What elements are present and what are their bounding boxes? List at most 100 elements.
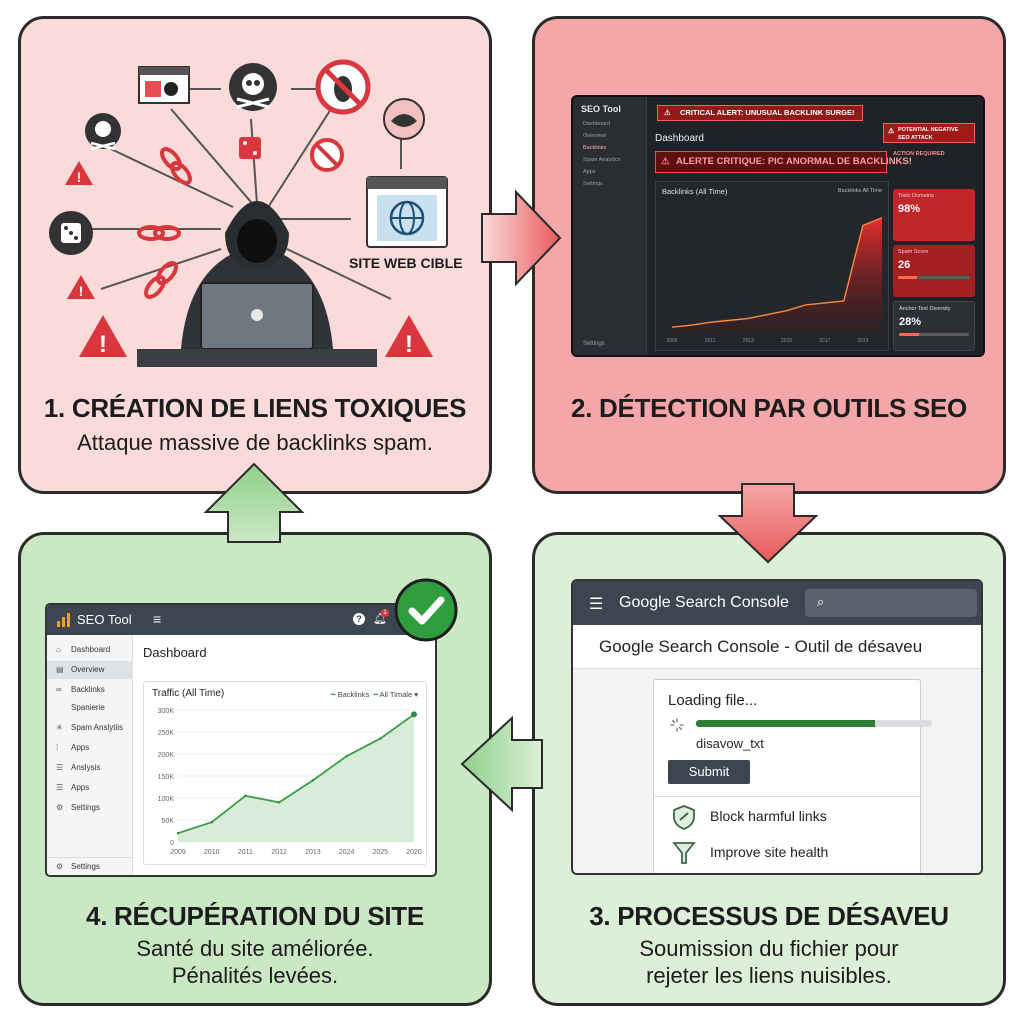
backlinks-chart: Backlinks (All Time) Backlinks All Time … — [655, 181, 889, 351]
sidebar-label: Spam Anslytiis — [71, 723, 124, 732]
sidebar-settings[interactable]: Settings — [583, 341, 605, 347]
apps-icon: ☰ — [56, 783, 64, 792]
sidebar-item-spanierie[interactable]: Spanierie — [47, 699, 133, 717]
spam-score-card: Spam Score 26 — [893, 245, 975, 297]
sidebar-item-analysis[interactable]: ☰Anslysis — [47, 759, 133, 777]
y-tick-label: 300K — [158, 708, 175, 715]
panel-subtitle-line1: Soumission du fichier pour — [639, 936, 899, 961]
panel-title: 4. RÉCUPÉRATION DU SITE — [86, 901, 424, 931]
chain-link-icon — [160, 147, 192, 185]
sidebar-label: Apps — [71, 743, 90, 752]
svg-text:!: ! — [405, 331, 413, 358]
warning-icon: ! — [385, 315, 433, 358]
svg-text:!: ! — [99, 331, 107, 358]
target-site-label: SITE WEB CIBLE — [349, 255, 463, 271]
sidebar-item-settings[interactable]: Settings — [583, 181, 603, 187]
benefit-block-links: Block harmful links — [672, 804, 827, 830]
x-tick-label: 2012 — [271, 849, 287, 856]
search-input[interactable]: ⌕ — [805, 589, 977, 617]
gear-icon: ⚙ — [56, 862, 64, 871]
alert-text: CRITICAL ALERT: UNUSUAL BACKLINK SURGE! — [680, 108, 855, 117]
y-tick-label: 200K — [158, 752, 175, 759]
data-point — [411, 711, 417, 718]
gear-icon: ⚙ — [56, 803, 64, 812]
sidebar-label: Spanierie — [71, 703, 105, 712]
chart-legend: Backlinks All Time — [837, 188, 882, 194]
bar-chart-icon — [57, 613, 70, 627]
submit-button[interactable]: Submit — [668, 760, 750, 784]
series-area — [178, 714, 414, 842]
sidebar-item-overview[interactable]: ▤Overview — [47, 661, 133, 679]
card-value: 26 — [898, 259, 911, 271]
card-label: Spam Score — [898, 249, 929, 255]
data-point — [244, 794, 247, 797]
dashboard-header: SEO Tool ≡ ? 🔔︎ 1 — [47, 605, 435, 635]
analytics-icon: ✳ — [56, 723, 63, 732]
anchor-diversity-bar — [899, 333, 969, 336]
panel-site-recovery: SEO Tool ≡ ? 🔔︎ 1 ⌂Dashboard ▤Overview ∞… — [18, 532, 492, 1006]
chain-link-icon — [137, 225, 181, 241]
sidebar-label: Backlinks — [71, 685, 105, 694]
sidebar: SEO Tool Dashboard Overview Backlinks Sp… — [573, 97, 647, 355]
series-area — [672, 217, 882, 332]
warning-icon: ! — [65, 161, 93, 185]
benefit-improve-health: Improve site health — [672, 840, 828, 866]
sidebar-item-settings[interactable]: ⚙Settings — [47, 799, 133, 817]
legend-range[interactable]: All Timale — [379, 690, 413, 699]
panel-title: 2. DÉTECTION PAR OUTILS SEO — [571, 393, 967, 423]
sidebar-footer-settings[interactable]: ⚙Settings — [47, 857, 133, 875]
home-icon: ⌂ — [56, 645, 61, 654]
x-tick-label: 2009 — [170, 849, 186, 856]
checkmark-icon — [394, 578, 458, 642]
sidebar-item-dashboard[interactable]: Dashboard — [583, 121, 610, 127]
series-line — [177, 713, 415, 835]
menu-icon[interactable]: ≡ — [153, 611, 162, 627]
x-tick-label: 2011 — [238, 849, 253, 856]
legend-series: Backlinks — [337, 690, 370, 699]
spam-score-bar — [898, 276, 970, 279]
spam-mouth-icon — [383, 98, 425, 140]
card-label: Anchor Text Diversity — [899, 306, 951, 312]
help-icon[interactable]: ? — [353, 613, 365, 625]
sidebar-item-spam-analytics[interactable]: Spam Analytics — [583, 157, 621, 163]
data-point — [277, 801, 281, 804]
page-title: Dashboard — [143, 645, 207, 660]
y-tick-label: 50K — [162, 818, 175, 825]
action-required-label: ACTION REQUIRED — [893, 151, 945, 157]
spam-window-icon — [138, 66, 190, 104]
sidebar-item-spam-analytics[interactable]: ✳ Spam Anslytiis — [47, 719, 133, 737]
sidebar-label: Apps — [71, 783, 90, 792]
sidebar-item-backlinks[interactable]: Backlinks — [583, 145, 607, 151]
link-icon: ∞ — [56, 685, 62, 694]
x-tick-label: 2015 — [781, 338, 792, 344]
data-point — [210, 821, 213, 824]
page-title: Google Search Console - Outil de désaveu — [573, 625, 981, 669]
warning-icon: ! — [79, 315, 127, 358]
spinner-icon — [670, 718, 684, 732]
globe-website-icon — [366, 176, 448, 248]
sidebar-item-dashboard[interactable]: ⌂Dashboard — [47, 641, 133, 659]
menu-icon[interactable]: ☰ — [589, 596, 604, 613]
sidebar-item-apps[interactable]: Apps — [583, 169, 596, 175]
y-tick-label: 0 — [170, 840, 174, 847]
svg-text:!: ! — [79, 283, 84, 299]
chart-title: Backlinks (All Time) — [662, 187, 728, 196]
panel-subtitle-line2: Pénalités levées. — [171, 963, 339, 988]
console-body: Loading file... disavow_txt Submit — [573, 669, 981, 873]
card-value: 98% — [898, 203, 921, 215]
x-tick-label: 2011 — [705, 338, 716, 344]
sidebar-label: Overview — [71, 665, 105, 674]
sidebar-item-backlinks[interactable]: ∞ Backlinks — [47, 681, 133, 699]
banner-text: POTENTIAL NEGATIVE SEO ATTACK — [898, 127, 959, 141]
alert-icon: ⚠ — [888, 128, 895, 135]
upload-progress-bar — [696, 720, 932, 727]
alerte-critique-banner: ⚠ ALERTE CRITIQUE: PIC ANORMAL DE BACKLI… — [655, 151, 912, 173]
sidebar-item-overview[interactable]: Overview — [583, 133, 606, 139]
sidebar-item-apps-2[interactable]: ☰ Apps — [47, 779, 133, 797]
upload-card: Loading file... disavow_txt Submit — [653, 679, 932, 873]
skull-icon — [229, 63, 277, 111]
console-brand: Google Search Console — [619, 594, 789, 611]
sidebar-item-apps[interactable]: ⁞Apps — [47, 739, 133, 757]
data-point — [379, 737, 382, 740]
